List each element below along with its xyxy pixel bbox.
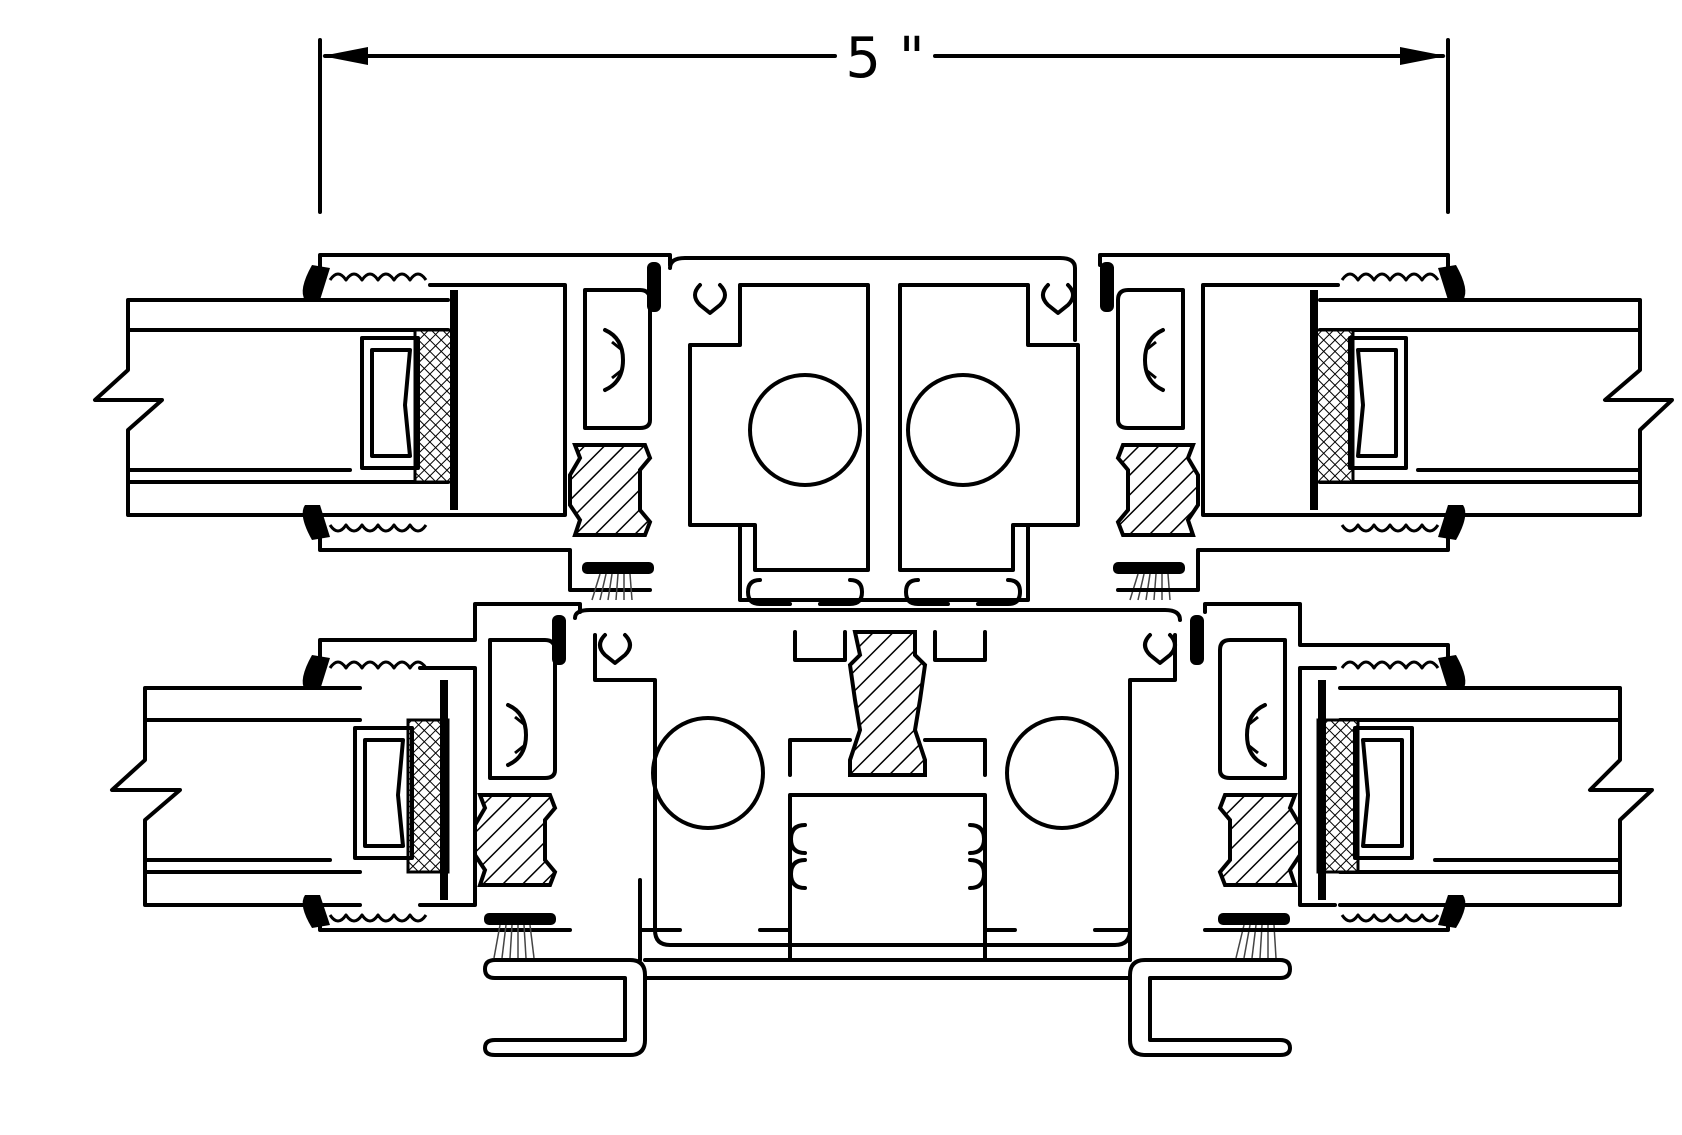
upper-right-glazing-frame xyxy=(1098,253,1466,592)
lower-right-glass-panel xyxy=(1316,680,1654,907)
lower-right-gasket xyxy=(1190,615,1204,665)
dimension-arrow-right xyxy=(1400,47,1446,65)
upper-right-glass-panel xyxy=(1310,290,1674,517)
lower-left-brush-seal xyxy=(484,913,556,925)
upper-center-mullion xyxy=(668,256,1080,606)
overall-dimension: 5 " xyxy=(318,26,1450,214)
lower-left-gasket xyxy=(552,615,566,665)
lower-left-glazing-frame xyxy=(302,602,582,932)
lower-center-mullion xyxy=(573,608,1182,962)
dimension-arrow-left xyxy=(322,47,368,65)
upper-left-brush-bristles xyxy=(591,573,633,601)
lower-base-profile xyxy=(483,958,1292,1057)
upper-mullion-assembly xyxy=(93,253,1674,606)
lower-left-brush-bristles xyxy=(493,924,535,959)
upper-left-glazing-frame xyxy=(302,253,672,592)
upper-left-gasket xyxy=(647,262,661,312)
upper-left-brush-seal xyxy=(582,562,654,574)
lower-mullion-assembly xyxy=(110,602,1654,1057)
lower-right-brush-seal xyxy=(1218,913,1290,925)
upper-right-gasket xyxy=(1100,262,1114,312)
upper-left-glass-panel xyxy=(93,290,458,517)
dimension-label: 5 " xyxy=(845,26,924,91)
upper-right-brush-seal xyxy=(1113,562,1185,574)
lower-left-glass-panel xyxy=(110,680,450,907)
upper-right-brush-bristles xyxy=(1129,573,1171,601)
